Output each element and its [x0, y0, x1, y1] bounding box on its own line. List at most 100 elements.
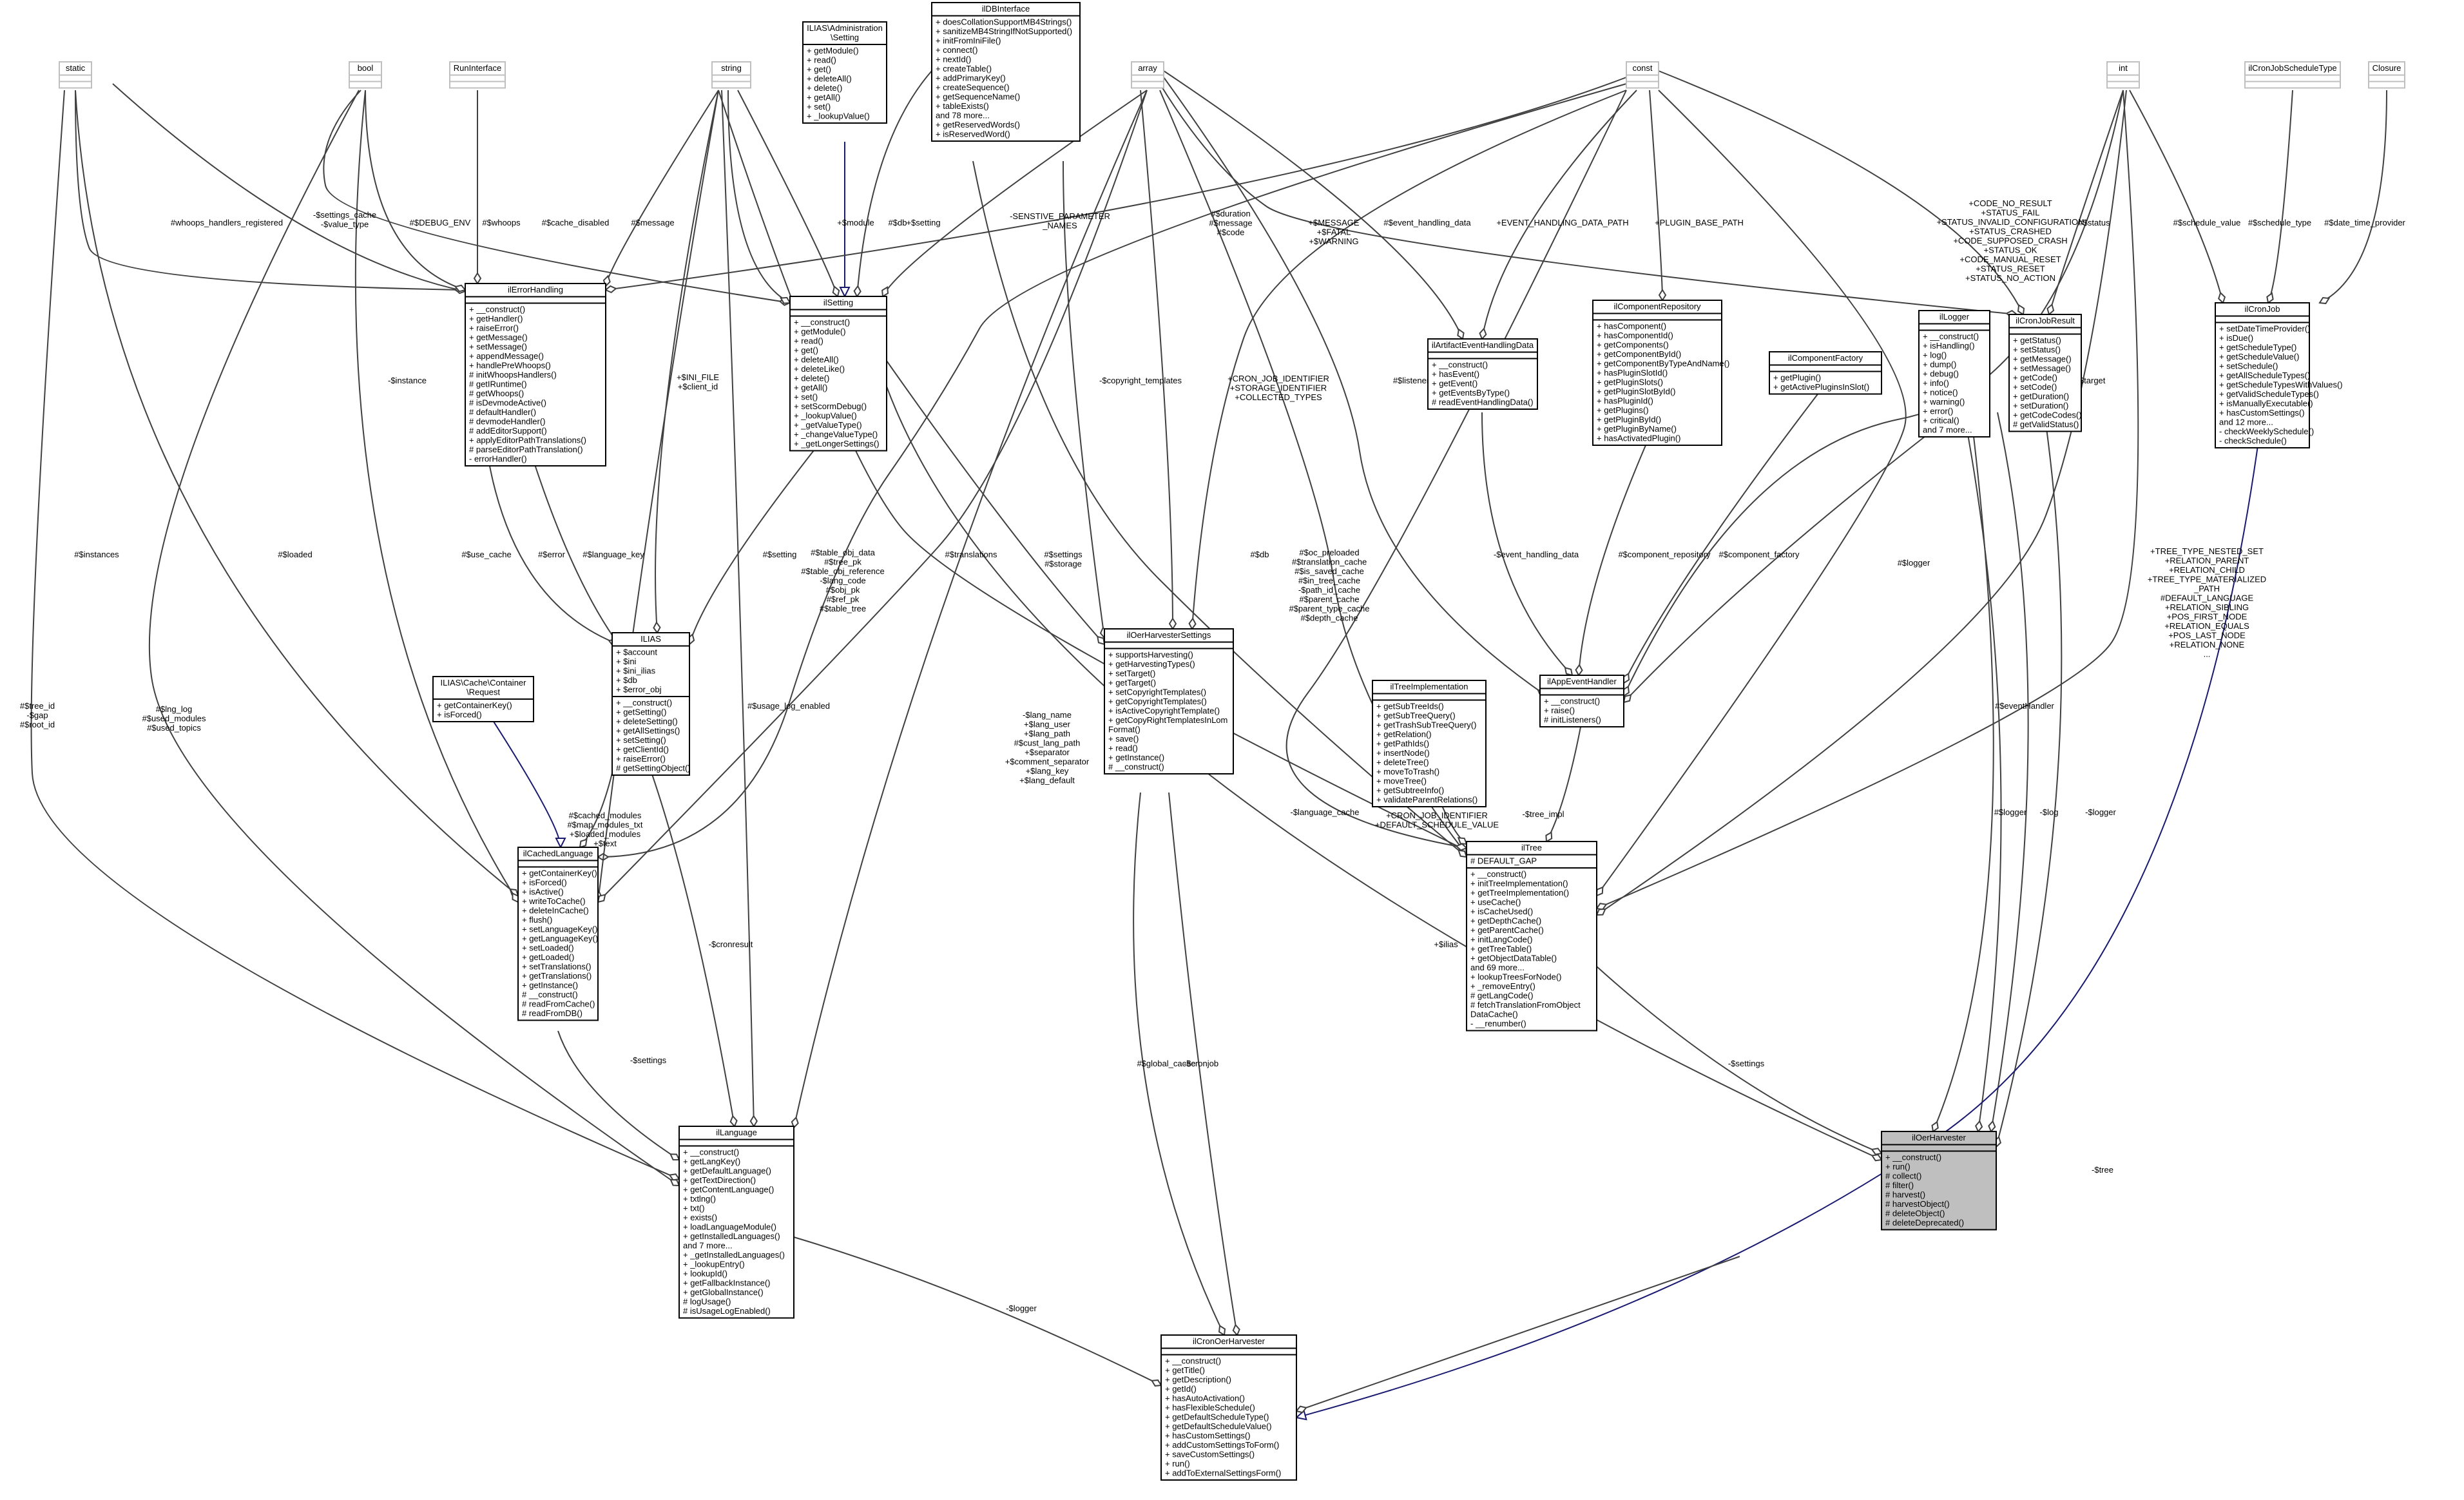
class-node-ilartifacteventhandlingdata[interactable]: ilArtifactEventHandlingData+ __construct… — [1427, 338, 1538, 410]
usage-edge — [1578, 418, 1658, 676]
class-node-const[interactable]: const — [1626, 61, 1659, 89]
class-title: static — [66, 63, 86, 73]
class-nodes: static bool RunInterface string ILIAS\Admini… — [59, 2, 2405, 1481]
edge-label: -$language_cache — [1291, 807, 1360, 817]
edge-label-line: ... — [2204, 649, 2211, 659]
class-node-ilcronjobscheduletype[interactable]: ilCronJobScheduleType — [2244, 61, 2341, 89]
class-node-ilcomponentfactory[interactable]: ilComponentFactory+ getPlugin()+ getActi… — [1769, 351, 1882, 395]
edge-label: #$date_time_provider — [2324, 218, 2405, 227]
class-member: + __construct() — [616, 698, 672, 707]
edge-label-line: #$error — [538, 550, 566, 559]
edge-label-line: #$parent_type_cache — [1289, 604, 1369, 613]
class-node-illogger[interactable]: ilLogger+ __construct()+ isHandling()+ l… — [1918, 310, 1990, 438]
class-node-int[interactable]: int — [2106, 61, 2140, 89]
class-member: + dump() — [1923, 360, 1956, 369]
class-node-array[interactable]: array — [1131, 61, 1164, 89]
class-node-adminsetting[interactable]: ILIAS\Administration\Setting+ getModule(… — [802, 21, 887, 124]
class-node-ildbinterface[interactable]: ilDBInterface+ doesCollationSupportMB4St… — [931, 2, 1081, 142]
edge-label: -$lang_name+$lang_user+$lang_path#$cust_… — [1005, 710, 1090, 785]
class-member: + getStatus() — [2013, 336, 2061, 345]
edge-label-line: #$status — [2078, 218, 2110, 227]
class-title: const — [1632, 63, 1652, 73]
class-node-ilcronjob[interactable]: ilCronJob+ setDateTimeProvider()+ isDue(… — [2215, 302, 2343, 448]
class-node-string[interactable]: string — [711, 61, 751, 89]
class-member: + getComponentById() — [1597, 349, 1681, 359]
edge-label-line: #$loaded — [278, 550, 313, 559]
class-member: DataCache() — [1470, 1010, 1518, 1019]
edge-label-line: #$component_factory — [1718, 550, 1800, 559]
class-node-closure[interactable]: Closure — [2368, 61, 2405, 89]
inheritance-arrowhead — [1295, 1409, 1307, 1421]
edge-label: #$lng_log#$used_modules#$used_topics — [142, 704, 206, 733]
aggregation-diamond — [2046, 303, 2055, 316]
class-node-ilcronoerharvester[interactable]: ilCronOerHarvester+ __construct()+ getTi… — [1160, 1334, 1297, 1481]
edge-label-line: +$lang_default — [1019, 776, 1075, 785]
class-member: - __renumber() — [1470, 1019, 1526, 1028]
class-title: ilLanguage — [716, 1128, 757, 1137]
class-title: int — [2119, 63, 2128, 73]
class-node-ilerrorhandling[interactable]: ilErrorHandling+ __construct()+ getHandl… — [465, 283, 606, 466]
edge-label-line: #$logger — [1994, 807, 2027, 817]
class-node-cacherequest[interactable]: ILIAS\Cache\Container\Request+ getContai… — [432, 676, 534, 722]
aggregation-diamond — [1455, 843, 1468, 851]
class-member: + _getInstalledLanguages() — [683, 1250, 785, 1260]
aggregation-diamond — [1458, 849, 1468, 858]
class-member: + getSubTreeQuery() — [1376, 711, 1456, 720]
class-node-static[interactable]: static — [59, 61, 92, 89]
class-node-bool[interactable]: bool — [349, 61, 382, 89]
class-member: + getScheduleValue() — [2219, 352, 2299, 361]
class-node-iloerharvestersettings[interactable]: ilOerHarvesterSettings+ supportsHarvesti… — [1104, 628, 1234, 774]
class-node-illanguage[interactable]: ilLanguage+ __construct()+ getLangKey()+… — [679, 1126, 794, 1319]
aggregation-diamond — [729, 1115, 738, 1128]
usage-edge — [1481, 412, 1573, 676]
class-title: ilArtifactEventHandlingData — [1432, 340, 1534, 350]
edge-label-line: +CODE_MANUAL_RESET — [1959, 255, 2061, 264]
class-box — [1881, 1131, 1997, 1231]
usage-edge — [1623, 383, 1826, 684]
class-node-ilappeventhandler[interactable]: ilAppEventHandler+ __construct()+ raise(… — [1539, 675, 1624, 727]
edge-label-line: -$language_cache — [1291, 807, 1360, 817]
edge-label-line: #$global_cache — [1137, 1059, 1195, 1068]
class-node-ilsetting[interactable]: ilSetting+ __construct()+ getModule()+ r… — [789, 296, 887, 452]
class-member: # defaultHandler() — [469, 407, 536, 417]
class-node-ilcachedlanguage[interactable]: ilCachedLanguage+ getContainerKey()+ isF… — [517, 847, 599, 1021]
class-member: + getTrashSubTreeQuery() — [1376, 720, 1476, 730]
class-title: Closure — [2373, 63, 2401, 73]
edge-label-line: #whoops_handlers_registered — [171, 218, 283, 227]
class-node-ilias[interactable]: ILIAS+ $account+ $ini+ $ini_ilias+ $db+ … — [611, 632, 691, 776]
edge-label-line: +CRON_JOB_IDENTIFIER — [1386, 811, 1488, 820]
class-member: + delete() — [807, 83, 842, 93]
class-node-ilcomponentrepository[interactable]: ilComponentRepository+ hasComponent()+ h… — [1592, 300, 1729, 446]
class-node-ilcronjobresult[interactable]: ilCronJobResult+ getStatus()+ setStatus(… — [2008, 314, 2082, 432]
edge-label-line: #$used_topics — [147, 723, 201, 733]
class-member: + __construct() — [1165, 1356, 1221, 1366]
class-box — [1769, 351, 1882, 395]
usage-edge — [1546, 720, 1583, 842]
class-member: # getLangCode() — [1470, 991, 1534, 1001]
edge-label: #$error — [538, 550, 566, 559]
class-member: + setStatus() — [2013, 345, 2061, 354]
usage-edge — [882, 90, 1148, 297]
class-box — [1466, 841, 1597, 1032]
class-member: # __construct() — [522, 990, 578, 999]
aggregation-diamond — [1479, 327, 1487, 340]
class-member: + getActivePluginsInSlot() — [1773, 382, 1869, 392]
class-member: + createSequence() — [936, 82, 1010, 92]
usage-edge — [2267, 90, 2293, 303]
edge-label: +PLUGIN_BASE_PATH — [1655, 218, 1744, 227]
class-title: ilComponentFactory — [1788, 353, 1863, 363]
edge-label-line: #$schedule_type — [2248, 218, 2311, 227]
edge-label: #$global_cache — [1137, 1059, 1195, 1068]
edge-label-line: _NAMES — [1042, 221, 1077, 231]
class-node-iltreeimplementation[interactable]: ilTreeImplementation+ getSubTreeIds()+ g… — [1372, 680, 1487, 807]
edge-label: #$whoops — [482, 218, 521, 227]
class-node-iltree[interactable]: ilTree# DEFAULT_GAP+ __construct()+ init… — [1466, 841, 1597, 1032]
class-member: # harvest() — [1885, 1190, 1925, 1200]
class-node-iloerharvester[interactable]: ilOerHarvester+ __construct()+ run()# co… — [1881, 1131, 1997, 1231]
class-member: - errorHandler() — [469, 454, 527, 464]
usage-edge — [557, 1030, 680, 1160]
edge-label-line: #$logger — [1898, 558, 1930, 568]
edge-label-line: +$setting — [906, 218, 940, 227]
class-node-runinterface[interactable]: RunInterface — [449, 61, 506, 89]
class-member: + $ini_ilias — [616, 666, 656, 676]
